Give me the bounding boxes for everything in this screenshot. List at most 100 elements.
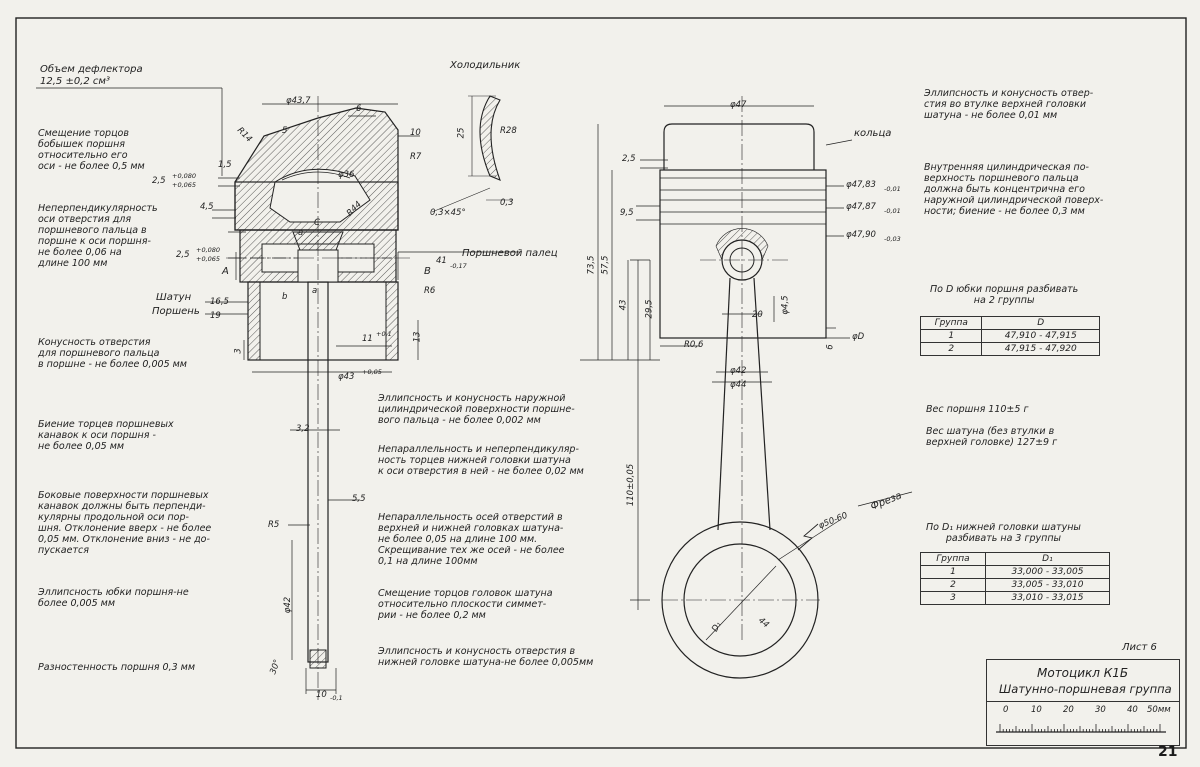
table-d1-cell: 33,005 - 33,010 [984, 578, 1111, 592]
dim-phi44: φ44 [730, 380, 747, 390]
dim-phi43-tol: +0,05 [362, 368, 382, 376]
dim-phi43: φ43 [338, 372, 355, 382]
dim-9-5: 9,5 [620, 208, 634, 218]
note-skirt-ovality: Эллипсность юбки поршня-не более 0,005 м… [38, 587, 189, 609]
piston-section-view [36, 87, 520, 700]
dim-41: 41 [436, 256, 447, 266]
scale-label-40: 40 [1127, 705, 1138, 715]
note-d-grouping: По D юбки поршня разбивать на 2 группы [930, 284, 1079, 306]
dim-d43-7: φ43,7 [286, 96, 311, 106]
dim-57-5: 57,5 [600, 255, 611, 275]
sheet-frame [15, 17, 1187, 749]
dim-cooler-25: 25 [456, 127, 467, 139]
mark-c: C [314, 218, 320, 228]
note-pin-bore-taper: Конусность отверстия для поршневого паль… [38, 337, 187, 370]
dim-chamfer: 0,3×45° [430, 208, 466, 218]
note-bore-parallelism: Непараллельность осей отверстий в верхне… [378, 512, 565, 567]
title-line-2: Шатунно-поршневая группа [999, 682, 1172, 696]
page-number: 21 [1158, 744, 1178, 760]
dim-10-bottom-tol: -0,1 [330, 694, 343, 702]
dim-20: 20 [752, 310, 763, 320]
scale-label-0: 0 [1003, 705, 1009, 715]
dim-ring-47-87-tol: -0,01 [884, 207, 901, 215]
table-d1-cell: 2 [920, 578, 986, 592]
title-divider [987, 701, 1179, 702]
dim-ring-47-90-tol: -0,03 [884, 235, 901, 243]
dim-r7: R7 [410, 152, 422, 162]
section-mark-b: В [424, 266, 431, 277]
dim-ring-47-83-tol: -0,01 [884, 185, 901, 193]
note-pin-concentricity: Внутренняя цилиндрическая по- верхность … [924, 162, 1104, 217]
table-d1-cell: 1 [920, 565, 986, 579]
note-bushing-ovality: Эллипсность и конусность отвер- стия во … [924, 88, 1094, 121]
dim-phi42: φ42 [283, 596, 294, 614]
note-head-offset: Смещение торцов головок шатуна относител… [378, 588, 553, 621]
dim-10-bottom: 10 [316, 690, 327, 700]
dim-5: 5 [282, 126, 288, 136]
dim-3-2: 3,2 [296, 424, 310, 434]
dim-2-5-b-tol-lower: +0,065 [196, 255, 221, 263]
dim-2-5-b: 2,5 [176, 250, 190, 260]
dim-41-tol: -0,17 [450, 262, 467, 270]
dim-6: 6 [356, 104, 362, 114]
cooler-detail [431, 95, 512, 213]
note-big-end-faces: Непараллельность и неперпендикуляр- ност… [378, 444, 584, 477]
deflector-label: Объем дефлектора [40, 64, 143, 75]
note-groove-runout: Биение торцев поршневых канавок к оси по… [38, 419, 174, 452]
note-boss-offset: Смещение торцов бобышек поршня относител… [38, 128, 145, 172]
dim-right-6: 6 [825, 344, 836, 350]
mark-a-upper: а [298, 228, 304, 238]
dim-11-tol: +0,1 [376, 330, 392, 338]
dim-2-5-a-tol-upper: +0,080 [172, 172, 197, 180]
dim-r5: R5 [268, 520, 280, 530]
dim-cooler-r28: R28 [500, 126, 517, 136]
label-rod: Шатун [156, 292, 192, 303]
scale-label-10: 10 [1031, 705, 1042, 715]
table-d1-cell: 3 [920, 591, 986, 605]
table-d1-header: D₁ [984, 552, 1111, 566]
title-line-1: Мотоцикл К1Б [1037, 666, 1129, 680]
dim-11: 11 [362, 334, 373, 344]
table-d-header: D [981, 316, 1100, 330]
dim-29-5: 29,5 [644, 299, 655, 319]
table-d-cell: 47,910 - 47,915 [981, 329, 1100, 343]
scale-label-20: 20 [1063, 705, 1074, 715]
dim-43: 43 [618, 299, 629, 311]
table-d1-cell: 33,010 - 33,015 [984, 591, 1111, 605]
scale-label-50: 50мм [1147, 705, 1171, 715]
dim-ring-47-90: φ47,90 [846, 230, 876, 240]
note-pin-ovality: Эллипсность и конусность наружной цилинд… [378, 393, 575, 426]
label-rings: кольца [854, 128, 892, 139]
piston-weight: Вес поршня 110±5 г [926, 404, 1029, 415]
dim-110: 110±0,05 [626, 463, 637, 507]
table-d1-header: Группа [920, 552, 986, 566]
dim-ring-47-87: φ47,87 [846, 202, 876, 212]
dim-3: 3 [233, 348, 244, 354]
label-cooler: Холодильник [450, 60, 521, 71]
deflector-value: 12,5 ±0,2 см³ [40, 76, 110, 87]
note-big-end-ovality: Эллипсность и конусность отверстия в ниж… [378, 646, 594, 668]
dim-phi47: φ47 [730, 100, 747, 110]
dim-phi4-5: φ4,5 [780, 295, 791, 315]
dim-ring-47-83: φ47,83 [846, 180, 876, 190]
scale-ruler [996, 724, 1166, 733]
label-piston: Поршень [152, 306, 200, 317]
sheet-number: Лист 6 [1122, 642, 1157, 653]
dim-2-5-a: 2,5 [152, 176, 166, 186]
dim-1-5: 1,5 [218, 160, 232, 170]
rod-weight: Вес шатуна (без втулки в верхней головке… [926, 426, 1058, 448]
note-d1-grouping: По D₁ нижней головки шатуны разбивать на… [926, 522, 1081, 544]
dim-r0-6: R0,6 [684, 340, 704, 350]
dim-13: 13 [412, 331, 423, 343]
title-block: Мотоцикл К1Б Шатунно-поршневая группа 0 … [986, 659, 1180, 746]
mark-b: b [282, 292, 288, 302]
dim-73-5: 73,5 [586, 255, 597, 275]
mark-a-lower: а [312, 286, 318, 296]
piston-rod-side-view [580, 96, 913, 679]
dim-16-5: 16,5 [210, 297, 229, 307]
dim-19: 19 [210, 311, 221, 321]
dim-right-phi42: φ42 [730, 366, 747, 376]
